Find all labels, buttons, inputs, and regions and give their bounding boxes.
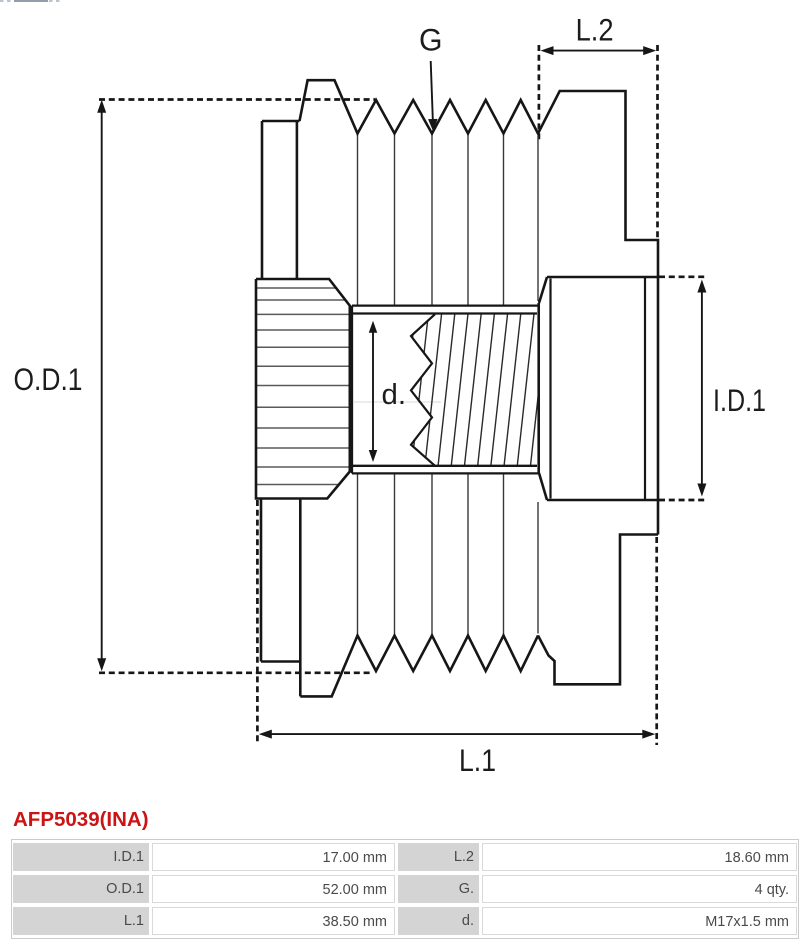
svg-text:L.2: L.2 (576, 12, 614, 48)
svg-text:d.: d. (382, 379, 407, 411)
svg-text:G: G (419, 22, 443, 58)
svg-text:L.1: L.1 (459, 742, 496, 778)
svg-text:O.D.1: O.D.1 (14, 361, 83, 397)
svg-text:I.D.1: I.D.1 (713, 382, 766, 418)
